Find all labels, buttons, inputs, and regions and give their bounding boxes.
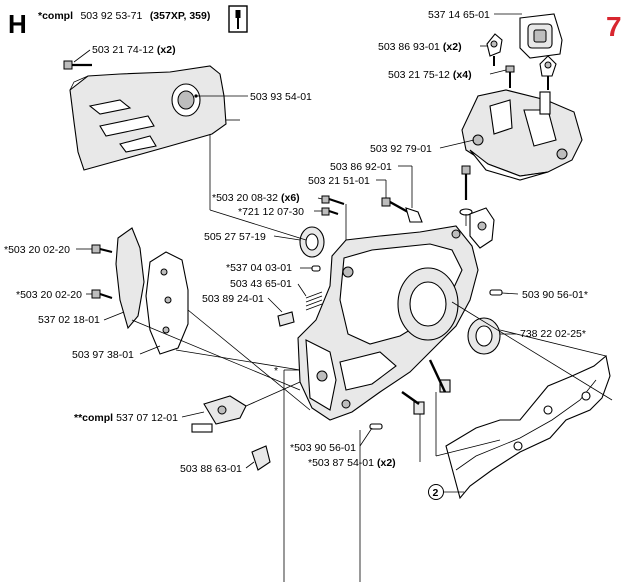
svg-text:*503 90 56-01: *503 90 56-01 — [290, 442, 356, 454]
bearing — [467, 317, 501, 355]
screw-top-left — [63, 60, 92, 70]
callout-503-88-63-01: 503 88 63-01 — [180, 461, 255, 475]
svg-text:503 92 79-01: 503 92 79-01 — [370, 143, 432, 155]
svg-text:503 86 93-01(x2): 503 86 93-01(x2) — [378, 41, 462, 53]
pin-537-04 — [311, 265, 321, 272]
callout-503-21-51-01: 503 21 51-01 — [308, 175, 387, 198]
svg-text:537 14 65-01: 537 14 65-01 — [428, 9, 490, 21]
spring-503-43 — [305, 291, 323, 311]
svg-text:503 93 54-01: 503 93 54-01 — [250, 91, 312, 103]
svg-text:505 27 57-19: 505 27 57-19 — [204, 231, 266, 243]
projection-lines — [131, 119, 613, 582]
callout-503-20-02-20-a: *503 20 02-20 — [4, 244, 92, 256]
gasket-ref-circle: 2 — [428, 484, 464, 500]
chain-brake-assembly — [191, 395, 247, 433]
svg-text:503 21 74-12(x2): 503 21 74-12(x2) — [92, 44, 176, 56]
screw-cylinder-cover — [505, 65, 515, 88]
cylinder-cover — [461, 89, 583, 181]
kit-models: (357XP, 359) — [150, 10, 211, 22]
svg-text:503 86 92-01: 503 86 92-01 — [330, 161, 392, 173]
callout-503-20-02-20-b: *503 20 02-20 — [16, 289, 92, 301]
svg-text:503 43 65-01: 503 43 65-01 — [230, 278, 292, 290]
svg-text:*503 20 02-20: *503 20 02-20 — [4, 244, 70, 256]
callout-503-20-08-32: *503 20 08-32(x6) — [212, 192, 323, 204]
svg-text:*503 20 02-20: *503 20 02-20 — [16, 289, 82, 301]
svg-text:503 90 56-01*: 503 90 56-01* — [522, 289, 588, 301]
knob-left — [486, 33, 503, 66]
bolt-503-21-51 — [381, 197, 423, 223]
svg-text:503 89 24-01: 503 89 24-01 — [202, 293, 264, 305]
side-plate-537-02 — [115, 227, 145, 330]
callout-537-02-18-01: 537 02 18-01 — [38, 311, 125, 326]
svg-text:738 22 02-25*: 738 22 02-25* — [520, 328, 586, 340]
svg-text:503 97 38-01: 503 97 38-01 — [72, 349, 134, 361]
svg-text:503 21 75-12(x4): 503 21 75-12(x4) — [388, 69, 472, 81]
callout-721-12-07-30: *721 12 07-30 — [238, 206, 322, 218]
chain-catcher-503-97 — [145, 251, 189, 355]
chain-guard-plate — [69, 65, 227, 171]
dowel-pin-right — [489, 289, 503, 296]
callout-503-86-92-01: 503 86 92-01 — [330, 161, 413, 208]
callout-505-27-57-19: 505 27 57-19 — [204, 231, 301, 243]
kit-line: *compl 503 92 53-71 (357XP, 359) — [38, 6, 210, 23]
screw-vertical — [459, 165, 473, 216]
callout-503-97-38-01: 503 97 38-01 — [72, 345, 161, 361]
kit-prefix: *compl — [38, 10, 73, 22]
screw-left-a — [91, 244, 113, 254]
callout-503-86-93-01: 503 86 93-01(x2) — [378, 41, 487, 53]
bolt-lower-1 — [428, 359, 451, 393]
svg-text:*537 04 03-01: *537 04 03-01 — [226, 262, 292, 274]
bolt-lower-2 — [401, 391, 425, 415]
gasket — [445, 354, 611, 500]
screw-left-b — [91, 289, 113, 299]
screwdriver-icon — [228, 5, 248, 33]
svg-text:503 88 63-01: 503 88 63-01 — [180, 463, 242, 475]
dowel-pin-lower — [369, 423, 383, 430]
svg-text:*503 87 54-01(x2): *503 87 54-01(x2) — [308, 457, 396, 469]
callout-503-21-74-12: 503 21 74-12(x2) — [73, 44, 176, 63]
svg-text:503 21 51-01: 503 21 51-01 — [308, 175, 370, 187]
block-503-89 — [277, 311, 295, 327]
svg-text:2: 2 — [433, 487, 439, 499]
callout-537-14-65-01: 537 14 65-01 — [428, 9, 522, 21]
svg-text:*721 12 07-30: *721 12 07-30 — [238, 206, 304, 218]
callout-503-21-75-12: 503 21 75-12(x4) — [388, 69, 507, 81]
callout-503-92-79-01: 503 92 79-01 — [370, 139, 475, 155]
callout-503-87-54-01: *503 87 54-01(x2) — [308, 456, 421, 469]
callout-503-43-65-01: 503 43 65-01 — [230, 278, 307, 297]
callout-503-90-56-01-a: 503 90 56-01* — [501, 289, 588, 301]
page-number: 7 — [606, 11, 622, 42]
callout-738-22-02-25: 738 22 02-25* — [500, 328, 586, 340]
kit-number: 503 92 53-71 — [80, 10, 142, 22]
section-letter: H — [8, 9, 27, 39]
knob-right — [539, 55, 557, 90]
crankcase — [297, 225, 479, 421]
screws-set — [321, 195, 345, 216]
callout-503-89-24-01: 503 89 24-01 — [202, 293, 283, 313]
svg-text:537 02 18-01: 537 02 18-01 — [38, 314, 100, 326]
seal-ring — [299, 226, 325, 258]
clip-503-88 — [251, 445, 271, 471]
throttle-bracket — [469, 207, 495, 249]
filter-cover — [519, 13, 563, 59]
svg-text:*503 20 08-32(x6): *503 20 08-32(x6) — [212, 192, 300, 204]
callout-503-93-54-01: 503 93 54-01 — [194, 91, 312, 103]
crankcase-asterisk: * — [274, 365, 278, 377]
callout-537-04-03-01: *537 04 03-01 — [226, 262, 312, 274]
callout-503-90-56-01-b: *503 90 56-01 — [290, 427, 373, 454]
